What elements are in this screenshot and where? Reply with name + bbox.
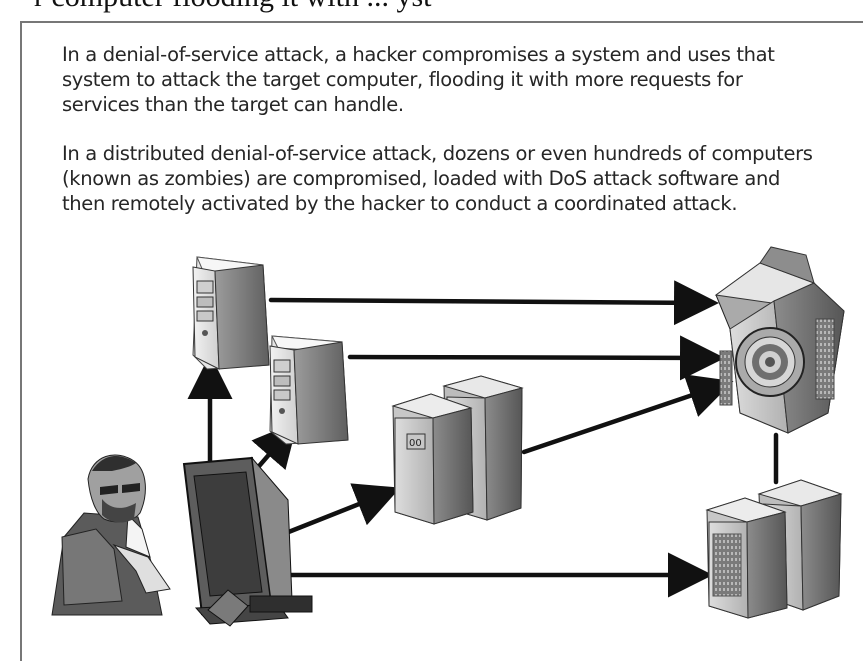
- arrow-tower-2-to-target: [347, 335, 725, 381]
- desktop-tower-icon: [192, 256, 270, 370]
- desktop-tower-icon: [269, 335, 349, 445]
- target-server-icon: [714, 246, 845, 434]
- arrow-monitor-to-server-pair: [278, 483, 401, 538]
- server-cluster-icon: [705, 479, 843, 619]
- dos-description: In a denial-of-service attack, a hacker …: [62, 43, 775, 116]
- attack-arrows: [187, 280, 779, 598]
- svg-text:00: 00: [409, 438, 422, 449]
- ddos-description: In a distributed denial-of-service attac…: [62, 142, 813, 215]
- hacker-person-icon: [51, 454, 171, 616]
- server-cluster-icon: 00: [391, 375, 524, 525]
- arrow-tower-1-to-target: [268, 280, 719, 326]
- arrow-server-pair-to-target: [521, 374, 734, 455]
- figure-frame: [20, 21, 863, 661]
- cropped-header-text: r computer flooding it with ... yst: [34, 0, 431, 14]
- crt-monitor-icon: [182, 456, 313, 627]
- cropped-header-strip: r computer flooding it with ... yst: [0, 0, 864, 22]
